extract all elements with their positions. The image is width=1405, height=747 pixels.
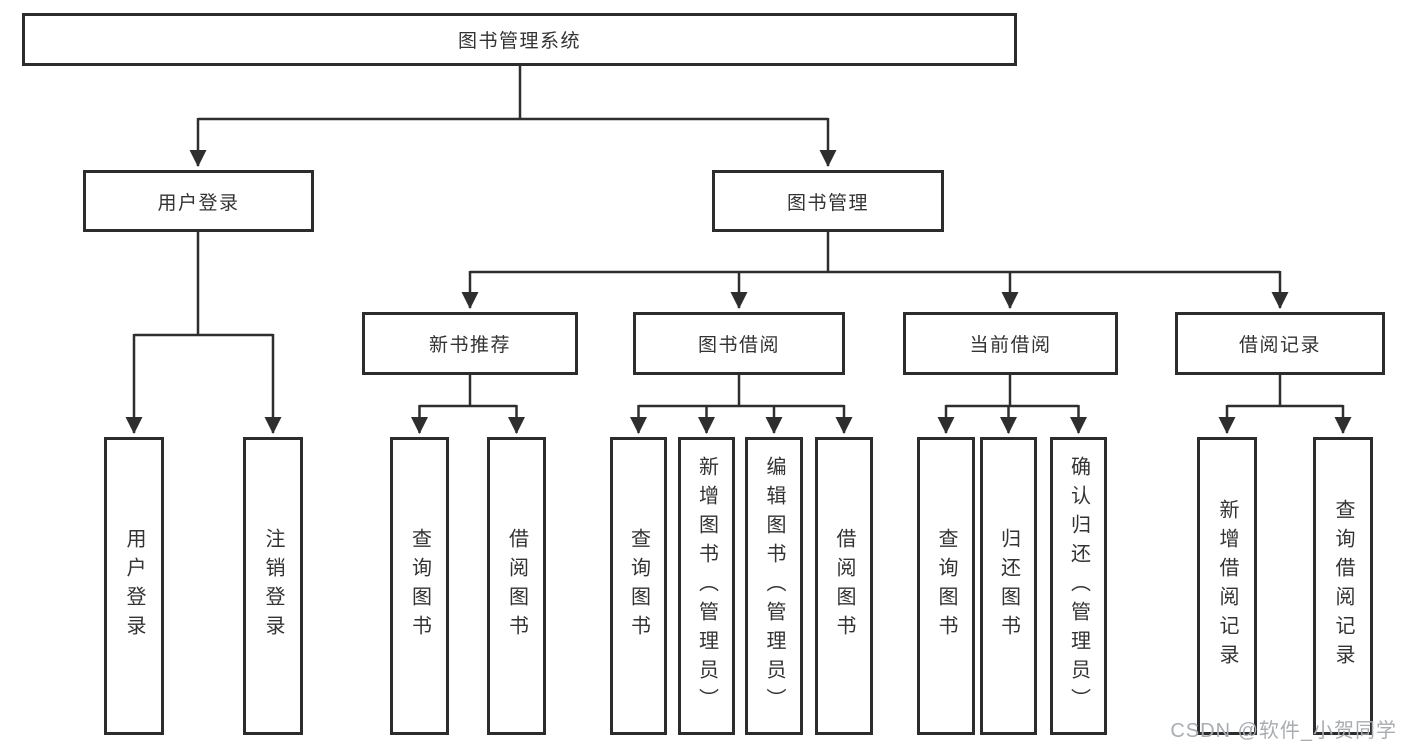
node-label: 查询图书 (627, 528, 650, 644)
node-label: 用户登录 (157, 192, 240, 214)
leaf-add-books-admin: 新增图书（管理员） (678, 437, 735, 735)
leaf-edit-books-admin: 编辑图书（管理员） (745, 437, 803, 735)
node-label: 归还图书 (997, 528, 1020, 644)
node-book-borrowing: 图书借阅 (633, 312, 845, 375)
node-label: 当前借阅 (969, 335, 1052, 356)
csdn-watermark: CSDN @软件_小贺同学 (1170, 720, 1397, 742)
leaf-query-books-current: 查询图书 (917, 437, 975, 735)
leaf-user-login: 用户登录 (104, 437, 164, 735)
node-label: 借阅图书 (505, 528, 528, 644)
node-user-login: 用户登录 (83, 170, 314, 232)
node-root-library-management-system: 图书管理系统 (22, 13, 1017, 66)
node-label: 新书推荐 (428, 335, 511, 356)
leaf-confirm-return-admin: 确认归还（管理员） (1050, 437, 1107, 735)
node-label: 查询图书 (935, 528, 957, 644)
node-label: 查询图书 (408, 528, 431, 644)
leaf-return-books: 归还图书 (980, 437, 1037, 735)
node-label: 图书管理系统 (457, 31, 581, 52)
node-label: 用户登录 (123, 528, 145, 644)
node-label: 图书借阅 (697, 335, 780, 356)
node-borrowing-records: 借阅记录 (1175, 312, 1385, 375)
leaf-borrow-books: 借阅图书 (815, 437, 873, 735)
node-label: 借阅记录 (1238, 335, 1321, 356)
leaf-query-borrowing-record: 查询借阅记录 (1313, 437, 1373, 735)
node-label: 图书管理 (786, 192, 869, 214)
node-new-book-recommendation: 新书推荐 (362, 312, 578, 375)
leaf-logout: 注销登录 (243, 437, 303, 735)
node-label: 借阅图书 (833, 528, 855, 644)
node-label: 注销登录 (262, 528, 284, 644)
leaf-query-books-recommendation: 查询图书 (390, 437, 449, 735)
leaf-borrow-books-recommendation: 借阅图书 (487, 437, 546, 735)
leaf-add-borrowing-record: 新增借阅记录 (1197, 437, 1257, 735)
leaf-query-books-borrowing: 查询图书 (610, 437, 667, 735)
node-label: 新增图书（管理员） (695, 455, 718, 717)
node-current-borrowing: 当前借阅 (903, 312, 1118, 375)
node-label: 查询借阅记录 (1332, 499, 1354, 673)
node-label: 确认归还（管理员） (1067, 455, 1090, 717)
node-book-management: 图书管理 (712, 170, 944, 232)
node-label: 编辑图书（管理员） (763, 455, 785, 717)
node-label: 新增借阅记录 (1216, 499, 1238, 673)
